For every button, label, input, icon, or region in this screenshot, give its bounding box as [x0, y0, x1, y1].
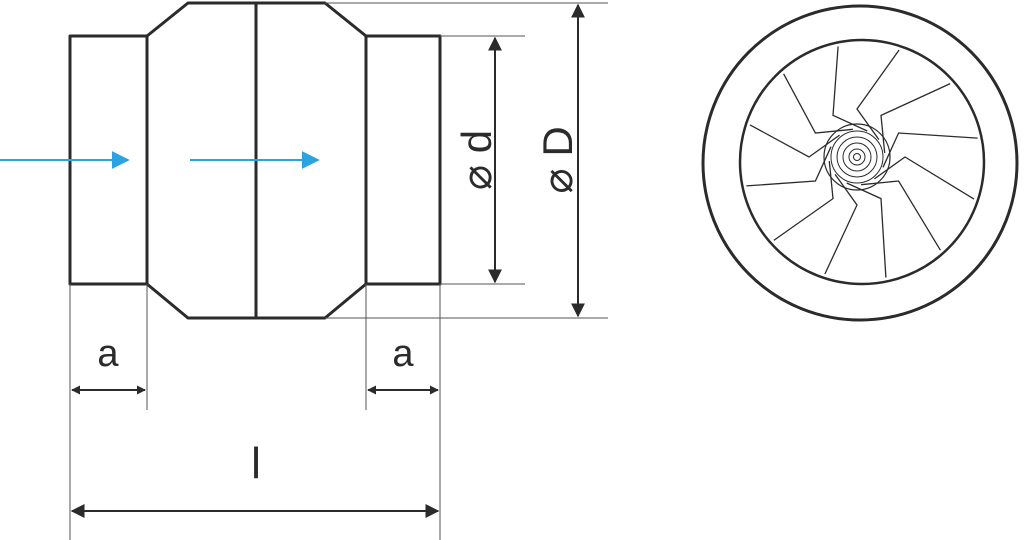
impeller-blade: [773, 161, 834, 241]
hub-ring-2: [836, 136, 878, 178]
hub-center: [853, 153, 861, 161]
label-outer-diameter: ⌀ D: [534, 126, 581, 193]
hub-ring-4: [848, 148, 866, 166]
label-inner-diameter: ⌀ d: [453, 130, 500, 190]
hub-outer: [823, 123, 891, 191]
impeller-blades: [746, 46, 978, 278]
impeller-blade: [874, 156, 975, 200]
impeller-blade: [846, 182, 887, 278]
label-l: l: [251, 439, 261, 488]
extension-lines: [69, 2, 608, 540]
impeller-blade: [749, 124, 840, 158]
dimension-lines: [70, 3, 585, 518]
impeller-blade: [882, 132, 978, 168]
impeller-blade: [880, 83, 951, 153]
impeller-blade: [824, 174, 858, 275]
hub-ring-3: [842, 142, 872, 172]
impeller-blade: [783, 73, 853, 134]
impeller-blade: [832, 46, 868, 132]
impeller-blade: [861, 180, 941, 251]
impeller-blade: [856, 49, 900, 140]
front-view: [701, 4, 1019, 322]
label-a-right: a: [392, 333, 414, 375]
outer-housing-ring: [701, 4, 1019, 322]
hub-ring-1: [830, 130, 884, 184]
label-a-left: a: [97, 333, 119, 375]
impeller-blade: [746, 146, 832, 187]
impeller-ring: [738, 38, 986, 286]
right-outlet-collar: [364, 34, 442, 286]
